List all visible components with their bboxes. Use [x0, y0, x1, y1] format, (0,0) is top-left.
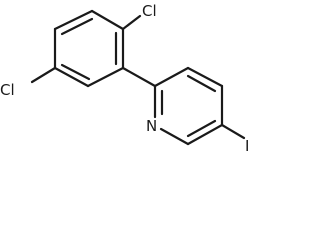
bond-c4-c5 [53, 66, 90, 88]
bond-p3-p4 [186, 66, 224, 88]
atom-label-cl-left: Cl [0, 81, 15, 99]
double-bond-p5-p6 [186, 119, 217, 138]
biaryl-bond [121, 66, 157, 88]
atom-label-iodine: I [245, 137, 249, 155]
bond-c5-c6 [86, 66, 125, 88]
structure-canvas: Cl Cl N I [0, 2, 249, 155]
atom-label-cl-top: Cl [142, 2, 157, 20]
bond-c1-c2 [90, 9, 125, 31]
bond-c2-c3 [53, 9, 94, 31]
phenyl-ring [53, 9, 125, 88]
bond-c4-cl [30, 66, 57, 84]
double-bond-c4-c5 [60, 63, 91, 81]
bond-p2-p3 [153, 66, 190, 88]
bond-p5-p6 [186, 123, 224, 146]
double-bond-p3-p4 [186, 74, 217, 93]
double-bond-c2-c3 [60, 17, 94, 36]
bond-p5-i [220, 123, 246, 140]
bond-p6-n [159, 127, 190, 146]
chemical-structure-diagram: Cl Cl N I [0, 2, 249, 155]
bond-c1-cl [121, 14, 142, 31]
pyridine-ring [153, 66, 224, 146]
atom-label-nitrogen: N [146, 117, 157, 135]
